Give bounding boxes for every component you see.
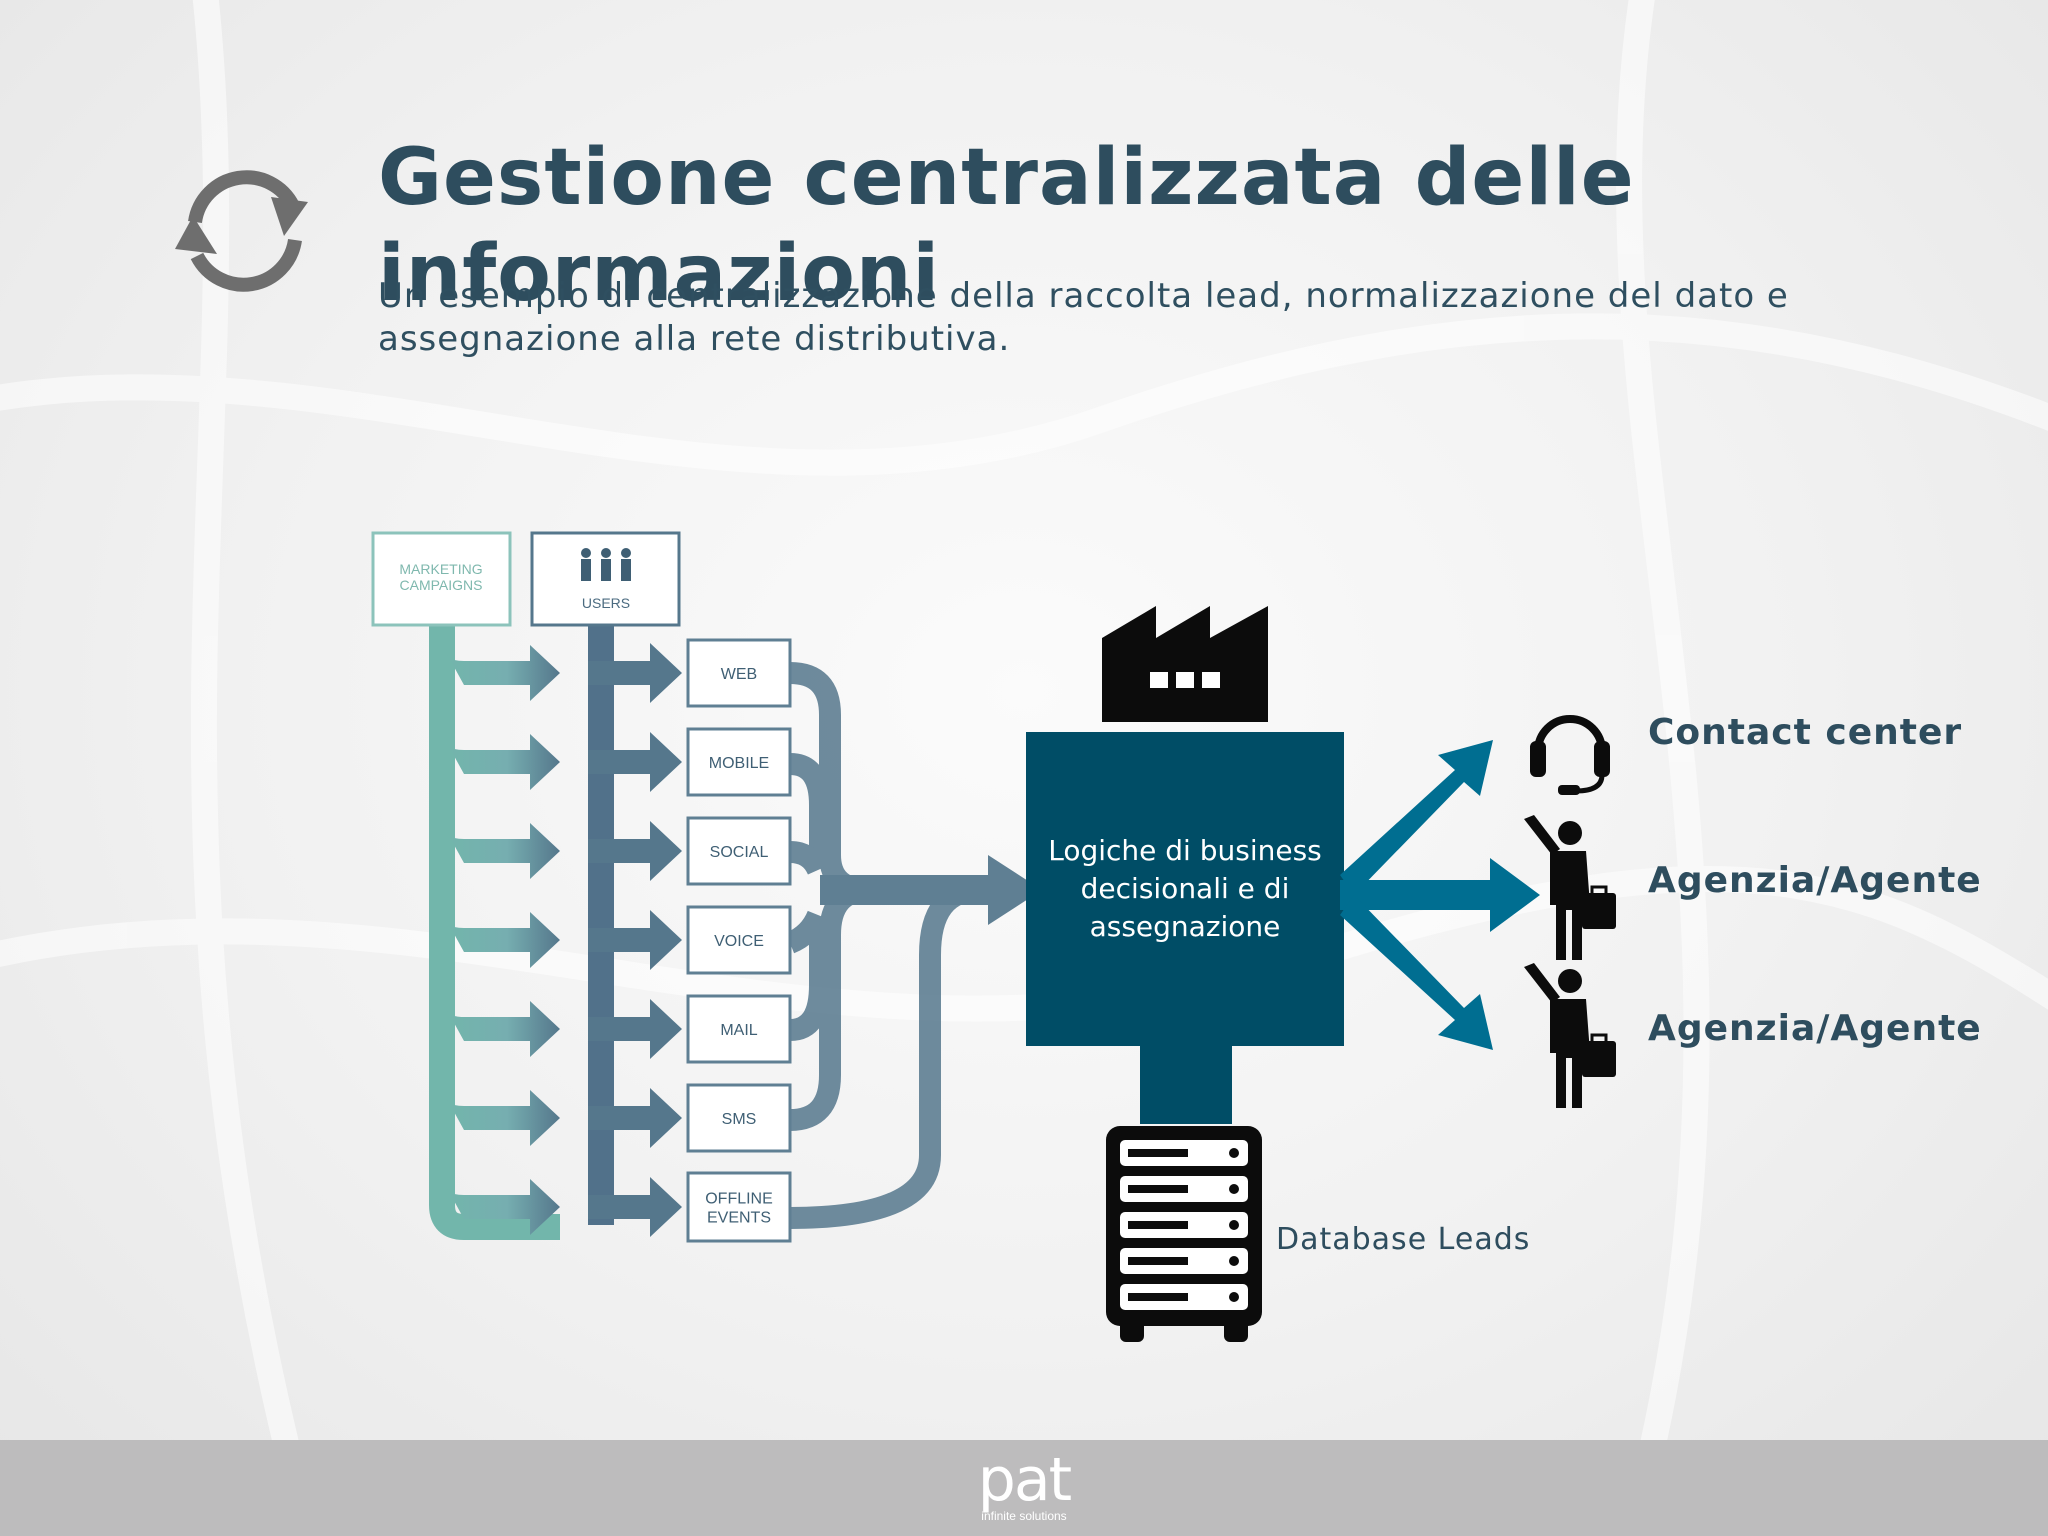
campaign-trunk <box>429 625 560 1240</box>
users-trunk <box>588 625 614 1225</box>
server-slot-bar <box>1128 1149 1188 1157</box>
channel-label: EVENTS <box>707 1210 771 1227</box>
server-led <box>1229 1148 1239 1158</box>
output-arrow <box>820 855 1042 925</box>
logo-text: pat <box>978 1448 1072 1515</box>
channel-box <box>686 638 792 708</box>
slide-subtitle: Un esempio di centralizzazione della rac… <box>378 276 1789 359</box>
output-label-agent-1: Agenzia/Agente <box>1648 860 1982 901</box>
channel-label: MOBILE <box>709 755 769 772</box>
source-boxes: MARKETING CAMPAIGNS USERS <box>371 531 681 627</box>
channel-arrow-head <box>588 910 682 970</box>
channel-arrow-head <box>588 732 682 792</box>
factory-icon <box>1102 606 1268 722</box>
pat-logo: pat infinite solutions <box>978 1448 1074 1523</box>
channel-arrow <box>442 645 560 701</box>
channel-arrow-head <box>588 1177 682 1237</box>
channel-box <box>686 905 792 975</box>
channel-box <box>686 727 792 797</box>
users-icon <box>581 548 631 581</box>
source-label-users: USERS <box>582 595 630 611</box>
channel-arrow <box>442 734 560 790</box>
server-slots <box>1120 1140 1248 1310</box>
server-slot-bar <box>1128 1293 1188 1301</box>
channel-arrow-head <box>588 999 682 1059</box>
background-pattern <box>0 0 2048 1440</box>
channel-arrow-head <box>588 821 682 881</box>
business-logic-box: Logiche di business decisionali e di ass… <box>1026 732 1344 1046</box>
server-icon <box>1106 1126 1262 1342</box>
slide-title: Gestione centralizzata delle informazion… <box>378 133 1635 319</box>
footer-bar <box>0 1440 2048 1536</box>
server-slot-bar <box>1128 1221 1188 1229</box>
channel-label: SOCIAL <box>710 844 769 861</box>
channel-arrow <box>442 1001 560 1057</box>
channel-label: WEB <box>721 666 757 683</box>
logo-tagline: infinite solutions <box>981 1509 1066 1523</box>
channel-arrow <box>442 912 560 968</box>
server-led <box>1229 1256 1239 1266</box>
server-led <box>1229 1220 1239 1230</box>
channel-label: SMS <box>722 1111 757 1128</box>
business-logic-label: Logiche di business decisionali e di ass… <box>1048 834 1322 943</box>
database-connector <box>1140 1046 1232 1124</box>
channel-arrow <box>442 823 560 879</box>
channel-arrows <box>442 643 682 1237</box>
refresh-icon <box>175 170 308 292</box>
person-icon <box>1524 815 1616 960</box>
database-label: Database Leads <box>1276 1222 1531 1257</box>
channel-label: MAIL <box>720 1022 757 1039</box>
distribution-arrows <box>1340 740 1540 1050</box>
headset-icon <box>1530 715 1610 795</box>
channel-label: OFFLINE <box>705 1191 773 1208</box>
channel-arrow-head <box>588 1088 682 1148</box>
channel-arrow <box>442 1090 560 1146</box>
server-led <box>1229 1292 1239 1302</box>
person-icon <box>1524 963 1616 1108</box>
channel-box <box>686 1171 792 1243</box>
channel-arrow <box>442 1179 560 1235</box>
channel-box <box>686 816 792 886</box>
server-slot-bar <box>1128 1257 1188 1265</box>
channel-box <box>686 1083 792 1153</box>
svg-text:CAMPAIGNS: CAMPAIGNS <box>400 577 483 593</box>
output-label-contact-center: Contact center <box>1648 712 1963 753</box>
output-label-agent-2: Agenzia/Agente <box>1648 1008 1982 1049</box>
server-slot-bar <box>1128 1185 1188 1193</box>
channel-label: VOICE <box>714 933 764 950</box>
channel-arrow-head <box>588 643 682 703</box>
channel-box <box>686 994 792 1064</box>
channel-flow-diagram: MARKETING CAMPAIGNS USERS WEB MOBILE SOCIA… <box>371 531 1042 1243</box>
channel-boxes: WEB MOBILE SOCIAL VOICE MAIL SMS OFFLINE EVENTS <box>686 638 792 1243</box>
merge-lines <box>785 662 981 1229</box>
server-led <box>1229 1184 1239 1194</box>
source-label-marketing: MARKETING <box>399 561 482 577</box>
